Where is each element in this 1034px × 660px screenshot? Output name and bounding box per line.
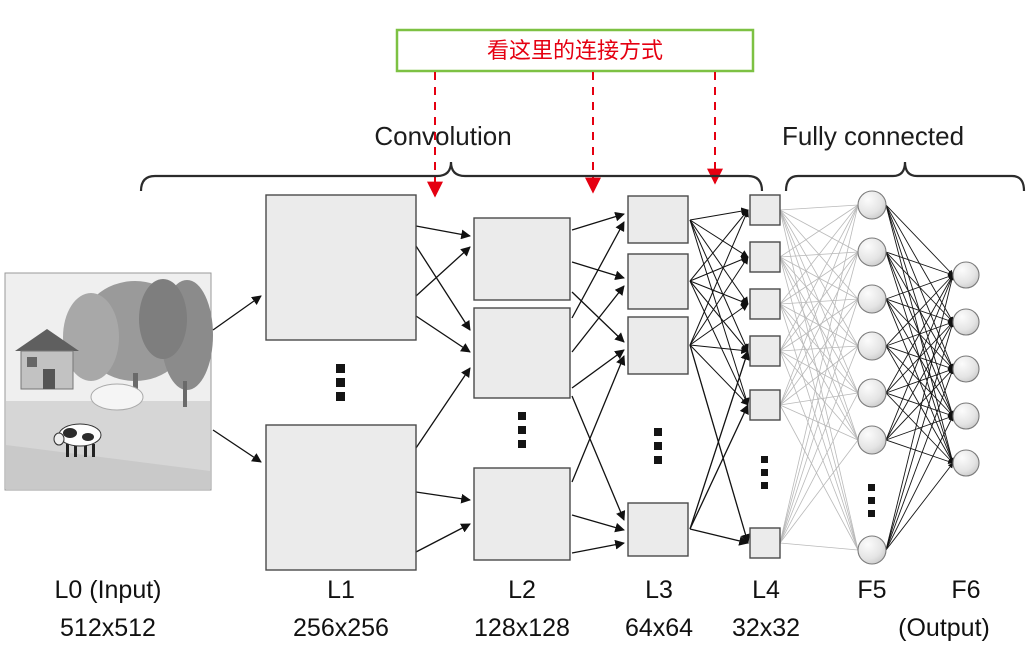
input-photo [4, 272, 213, 491]
callout-text: 看这里的连接方式 [487, 38, 663, 63]
neuron [857, 190, 887, 220]
photo-tank [90, 383, 144, 411]
neuron [857, 425, 887, 455]
callout-box [395, 28, 755, 73]
layer-l3-maps [627, 195, 689, 557]
layer-name-l2: L2 [508, 576, 536, 604]
input-to-l1-connections [212, 295, 262, 463]
layer-size-l4: 32x32 [732, 614, 800, 642]
feature-map [749, 527, 781, 559]
l1-to-l2-connections [415, 225, 471, 553]
section-label-convolution: Convolution [374, 121, 511, 151]
layer-f6-neurons [952, 261, 980, 477]
feature-map [627, 316, 689, 375]
feature-map [627, 502, 689, 557]
layer-name-l1: L1 [327, 576, 355, 604]
convolution-brace [139, 161, 764, 192]
feature-map [627, 253, 689, 310]
fully-connected-brace [784, 161, 1026, 192]
layer-size-l1: 256x256 [293, 614, 389, 642]
layer-name-f6: F6 [951, 576, 980, 604]
feature-map [265, 194, 417, 341]
layer-size-f6: (Output) [898, 614, 990, 642]
feature-map [749, 194, 781, 226]
l2-to-l3-connections [571, 211, 626, 554]
neuron [857, 331, 887, 361]
neuron [952, 449, 980, 477]
layer-l4-maps [749, 194, 781, 559]
layer-size-l3: 64x64 [625, 614, 693, 642]
layer-labels: L0 (Input) 512x512 L1 256x256 L2 128x128… [54, 576, 989, 642]
neuron [857, 378, 887, 408]
ellipsis-dots [518, 412, 526, 448]
callout-dashed-arrows [427, 72, 723, 198]
layer-size-l2: 128x128 [474, 614, 570, 642]
feature-map [749, 241, 781, 273]
neuron [857, 535, 887, 565]
layer-size-l0: 512x512 [60, 614, 156, 642]
ellipsis-dots [761, 456, 768, 489]
layer-name-l3: L3 [645, 576, 673, 604]
neuron [857, 284, 887, 314]
ellipsis-dots [654, 428, 662, 464]
neuron [952, 308, 980, 336]
f5-to-f6-mesh [885, 204, 955, 551]
feature-map [473, 307, 571, 399]
callout: 看这里的连接方式 [395, 28, 755, 73]
feature-map [749, 389, 781, 421]
neuron [952, 261, 980, 289]
section-label-fully-connected: Fully connected [782, 121, 964, 151]
l4-to-f5-mesh [779, 204, 859, 551]
layer-l2-maps [473, 217, 571, 561]
photo-house [15, 329, 79, 390]
layer-f5-neurons [857, 190, 887, 565]
photo-cow [53, 423, 102, 457]
ellipsis-dots [336, 364, 345, 401]
neuron [857, 237, 887, 267]
feature-map [473, 467, 571, 561]
photo-path [6, 445, 210, 489]
layer-l1-maps [265, 194, 417, 571]
layer-name-l4: L4 [752, 576, 780, 604]
feature-map [749, 288, 781, 320]
layer-name-l0: L0 (Input) [54, 576, 161, 604]
feature-map [749, 335, 781, 367]
neuron [952, 355, 980, 383]
feature-map [473, 217, 571, 301]
feature-map [627, 195, 689, 244]
ellipsis-dots [868, 484, 875, 517]
l3-to-l4-connections [689, 207, 751, 546]
neuron [952, 402, 980, 430]
layer-name-f5: F5 [857, 576, 886, 604]
feature-map [265, 424, 417, 571]
